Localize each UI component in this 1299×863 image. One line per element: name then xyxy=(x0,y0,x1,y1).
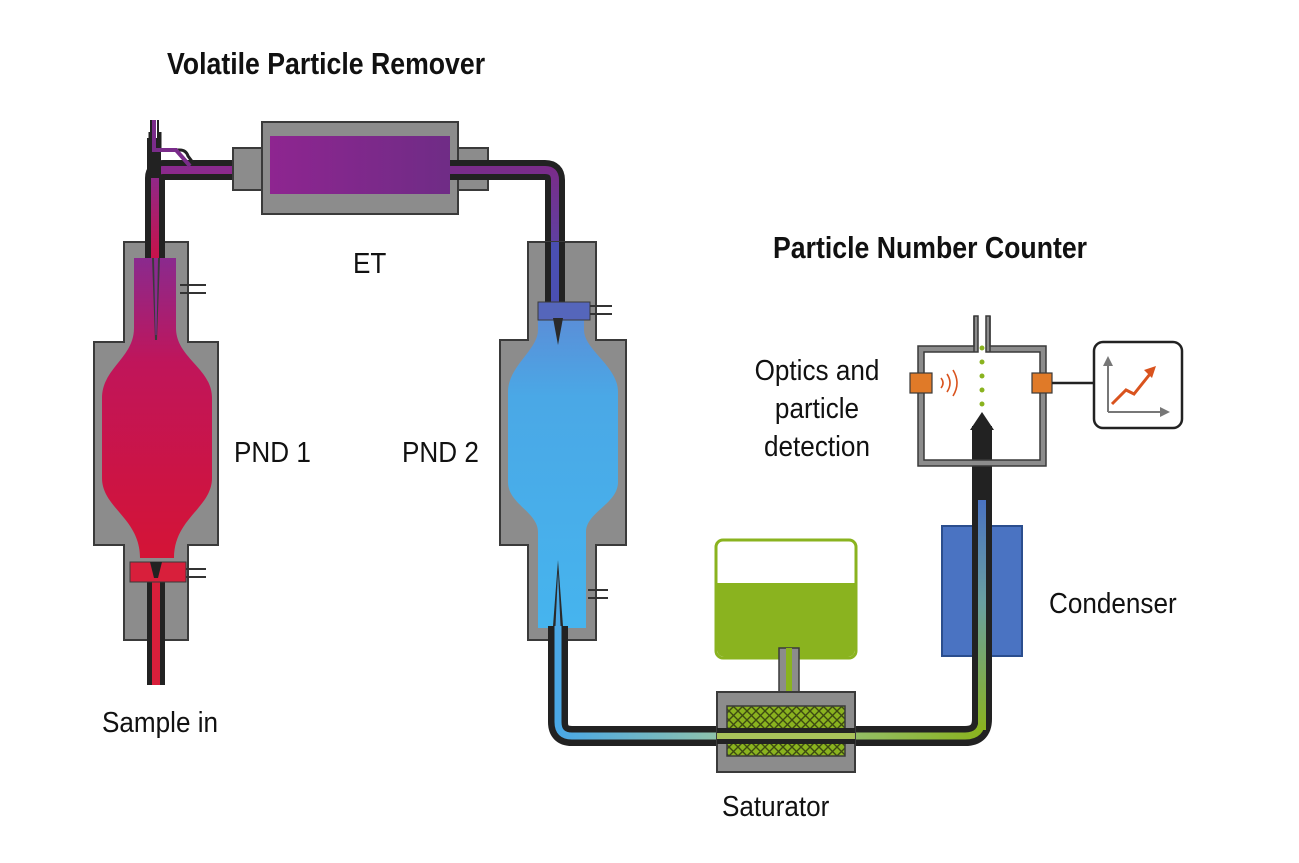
signal-waves-icon xyxy=(940,369,958,397)
label-saturator: Saturator xyxy=(722,791,830,823)
display-frame xyxy=(1092,340,1184,430)
pnd2-chamber xyxy=(508,320,618,628)
label-pnd2: PND 2 xyxy=(402,437,479,469)
heading-volatile-particle-remover: Volatile Particle Remover xyxy=(167,46,486,81)
saturator-unit xyxy=(714,538,858,773)
label-sample-in: Sample in xyxy=(102,707,219,739)
photodetector xyxy=(1031,372,1053,394)
light-source xyxy=(909,372,933,394)
pnd2-unit xyxy=(499,241,627,641)
optics-chamber xyxy=(909,315,1094,467)
label-optics-line3: detection xyxy=(764,431,870,463)
counter-display xyxy=(1092,340,1184,430)
label-optics-line1: Optics and xyxy=(754,355,880,387)
label-condenser: Condenser xyxy=(1049,588,1177,620)
et-connector-left xyxy=(232,147,266,191)
optics-housing xyxy=(917,315,1047,467)
label-optics: Optics and particle detection xyxy=(745,352,889,466)
chart-icon xyxy=(1103,356,1170,417)
evaporation-tube xyxy=(232,121,489,215)
particle-droplets xyxy=(979,345,985,407)
pnd1-unit xyxy=(93,241,219,685)
condenser-unit xyxy=(941,412,1023,730)
pnd2-inlet-block xyxy=(537,301,591,321)
heading-particle-number-counter: Particle Number Counter xyxy=(773,230,1088,265)
pnd1-chamber xyxy=(102,258,212,558)
transfer-tube-et-pnd2 xyxy=(450,160,565,300)
label-optics-line2: particle xyxy=(774,393,860,425)
transfer-tube-pnd1-et xyxy=(145,120,262,258)
et-heated-section xyxy=(270,136,450,194)
label-et: ET xyxy=(353,248,387,280)
label-pnd1: PND 1 xyxy=(234,437,311,469)
